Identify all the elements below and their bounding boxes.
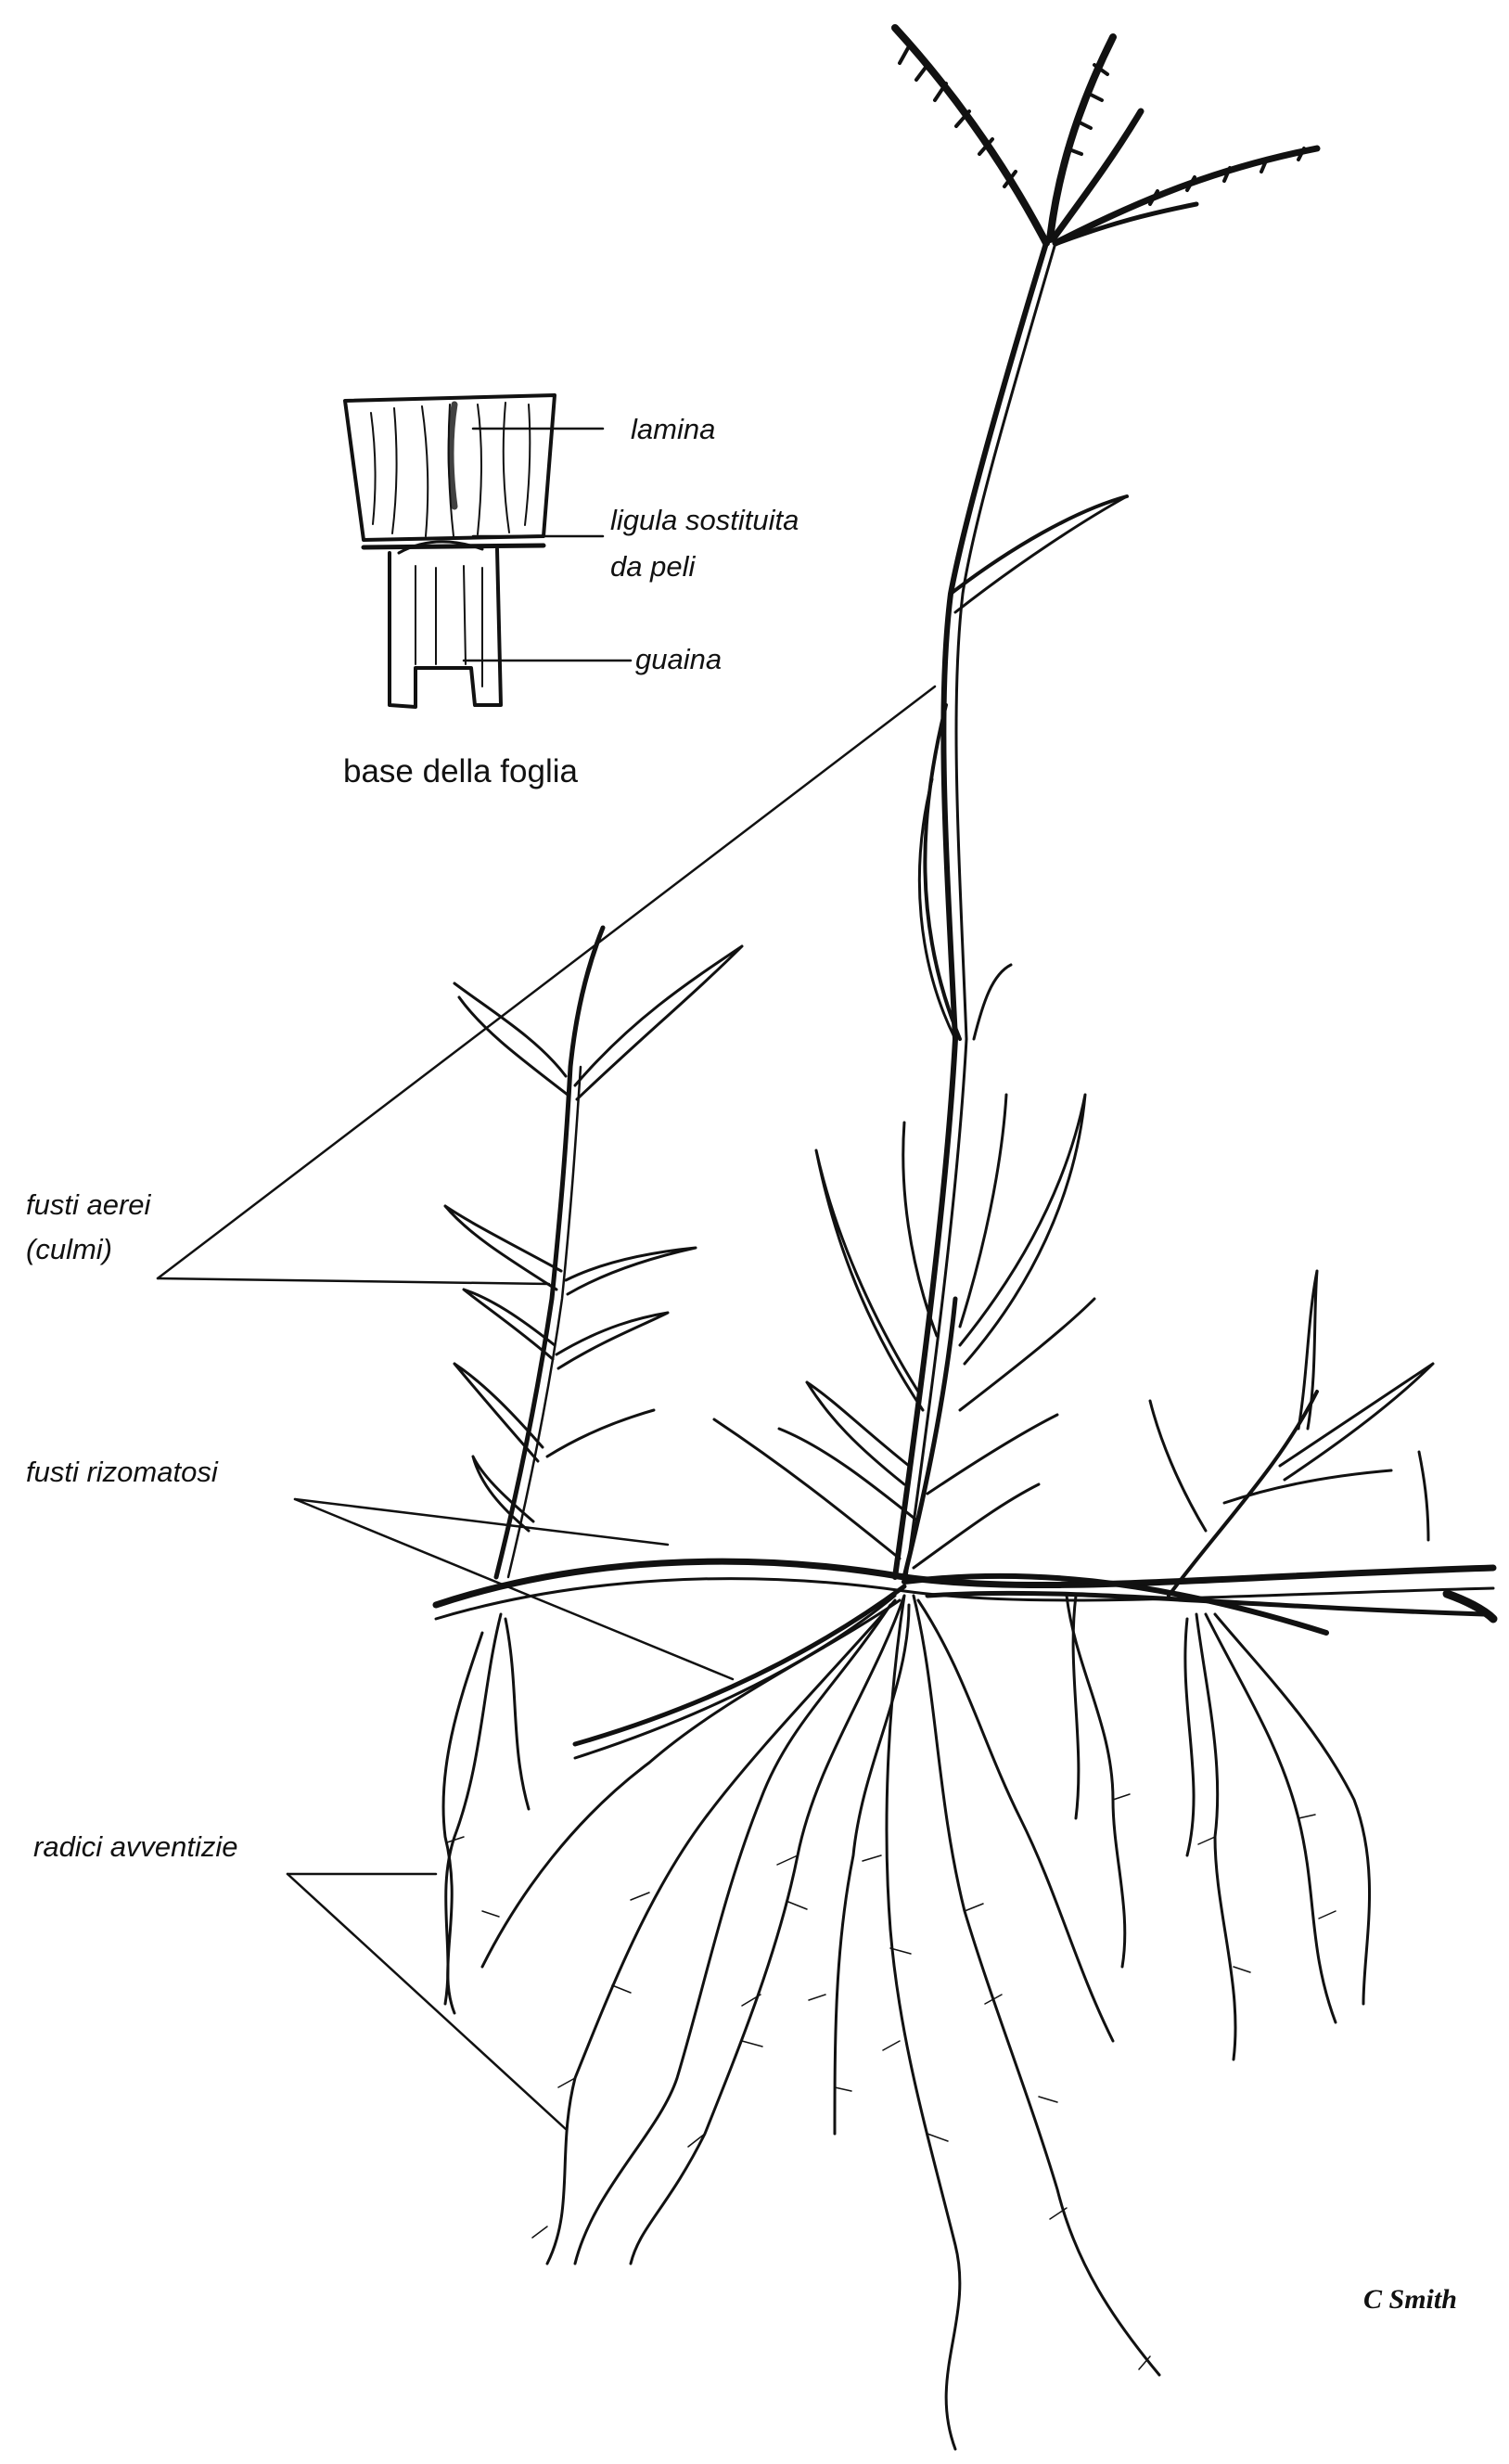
- roots: [443, 1596, 1370, 2449]
- label-ligula-line1: ligula sostituita: [610, 503, 799, 538]
- root-hairs: [447, 1794, 1336, 2369]
- label-ligula-line2: da peli: [610, 549, 695, 584]
- label-fusti-aerei-line1: fusti aerei: [26, 1187, 150, 1223]
- label-fusti-aerei-line2: (culmi): [26, 1232, 112, 1267]
- label-lamina: lamina: [631, 412, 715, 447]
- flowering-culm: [895, 28, 1317, 1577]
- label-guaina: guaina: [635, 642, 722, 677]
- artist-signature: C Smith: [1363, 2284, 1457, 2316]
- right-shoot: [1150, 1271, 1433, 1596]
- rhizomes: [436, 1561, 1493, 1758]
- inset-caption: base della foglia: [343, 753, 578, 790]
- label-leaders: [158, 687, 935, 2129]
- label-radici-avventizie: radici avventizie: [33, 1829, 238, 1865]
- label-fusti-rizomatosi: fusti rizomatosi: [26, 1455, 218, 1490]
